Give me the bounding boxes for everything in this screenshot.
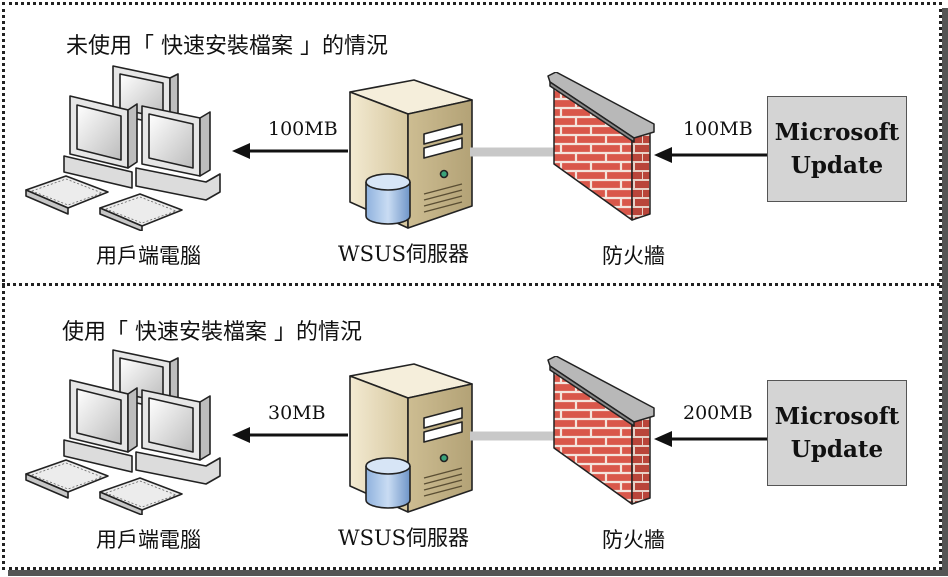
microsoft-update-box: Microsoft Update xyxy=(767,96,907,202)
clients-label: 用戶端電腦 xyxy=(96,528,201,552)
firewall-label: 防火牆 xyxy=(602,528,665,552)
brick-firewall-icon xyxy=(547,72,655,221)
source-name-line1: Microsoft xyxy=(774,403,900,430)
download-arrow-from-update xyxy=(654,147,768,163)
download-arrow-to-clients xyxy=(232,427,348,443)
desktop-computers-icon xyxy=(25,349,221,515)
download-arrow-to-clients xyxy=(232,143,348,159)
scenario-title: 未使用「 快速安裝檔案 」的情況 xyxy=(66,34,388,59)
source-name-line2: Update xyxy=(790,436,884,463)
scenario-title: 使用「 快速安裝檔案 」的情況 xyxy=(62,320,362,345)
microsoft-update-box: Microsoft Update xyxy=(767,380,907,486)
clients-label: 用戶端電腦 xyxy=(96,244,201,268)
client-download-size: 30MB xyxy=(268,402,326,424)
internet-download-size: 100MB xyxy=(683,118,753,140)
client-download-size: 100MB xyxy=(268,118,338,140)
server-tower-icon xyxy=(349,79,473,229)
brick-firewall-icon xyxy=(547,356,655,505)
section-divider xyxy=(2,283,940,286)
download-arrow-from-update xyxy=(654,431,768,447)
source-name-line2: Update xyxy=(790,152,884,179)
server-tower-icon xyxy=(349,363,473,513)
server-firewall-link xyxy=(470,147,560,157)
scenario-without-express: 未使用「 快速安裝檔案 」的情況 xyxy=(0,0,948,280)
server-label: WSUS伺服器 xyxy=(338,242,470,266)
scenario-with-express: 使用「 快速安裝檔案 」的情況 30MB xyxy=(0,284,948,564)
internet-download-size: 200MB xyxy=(683,402,753,424)
server-firewall-link xyxy=(470,431,560,441)
source-name-line1: Microsoft xyxy=(774,119,900,146)
server-label: WSUS伺服器 xyxy=(338,526,470,550)
firewall-label: 防火牆 xyxy=(602,244,665,268)
desktop-computers-icon xyxy=(25,65,221,231)
